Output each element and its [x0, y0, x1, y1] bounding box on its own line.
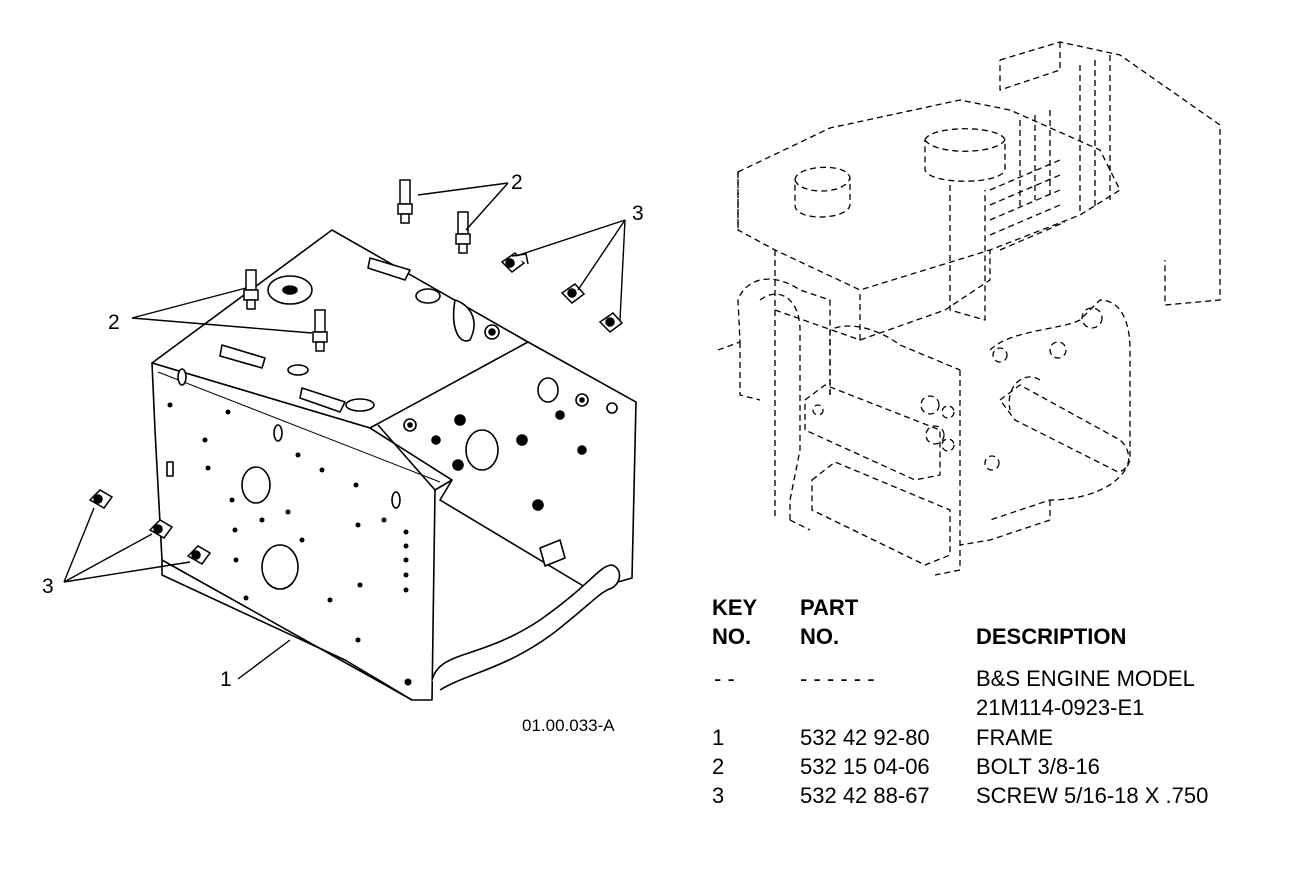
callout-3-left: 3: [42, 575, 54, 598]
callout-3-top: 3: [632, 202, 644, 225]
screw-6: [186, 545, 212, 565]
row-description: BOLT 3/8-16: [976, 754, 1100, 779]
figure-code: 01.00.033-A: [522, 716, 615, 735]
screw-5: [148, 519, 174, 539]
bolt-3: [243, 269, 259, 310]
row-key: 2: [712, 754, 725, 779]
bolt-2: [455, 211, 471, 254]
row-part: - - - - - -: [800, 666, 875, 691]
row-part: 532 42 88-67: [800, 783, 930, 808]
leader-lines: [63, 182, 626, 680]
callout-1: 1: [220, 668, 232, 691]
screw-group: [88, 252, 624, 565]
row-key: 3: [712, 783, 725, 808]
screw-4: [88, 489, 114, 509]
row-description: B&S ENGINE MODEL: [976, 666, 1195, 691]
header-description: DESCRIPTION: [976, 624, 1127, 649]
callout-2-left: 2: [108, 311, 120, 334]
frame-drawing: [151, 229, 637, 701]
frame-hole-pattern: [167, 402, 412, 686]
row-key: 1: [712, 725, 725, 750]
screw-1: [500, 252, 529, 273]
bolt-group: [243, 179, 471, 352]
row-description: SCREW 5/16-18 X .750: [976, 783, 1209, 808]
engine-phantom-drawing: [717, 41, 1221, 576]
row-description: FRAME: [976, 725, 1053, 750]
bolt-1: [397, 179, 413, 224]
row-description-line2: 21M114-0923-E1: [976, 695, 1145, 720]
callout-2-top: 2: [511, 171, 523, 194]
bolt-4: [312, 309, 328, 352]
row-part: 532 42 92-80: [800, 725, 930, 750]
screw-3: [598, 312, 624, 333]
row-key: - -: [714, 666, 735, 691]
row-part: 532 15 04-06: [800, 754, 930, 779]
